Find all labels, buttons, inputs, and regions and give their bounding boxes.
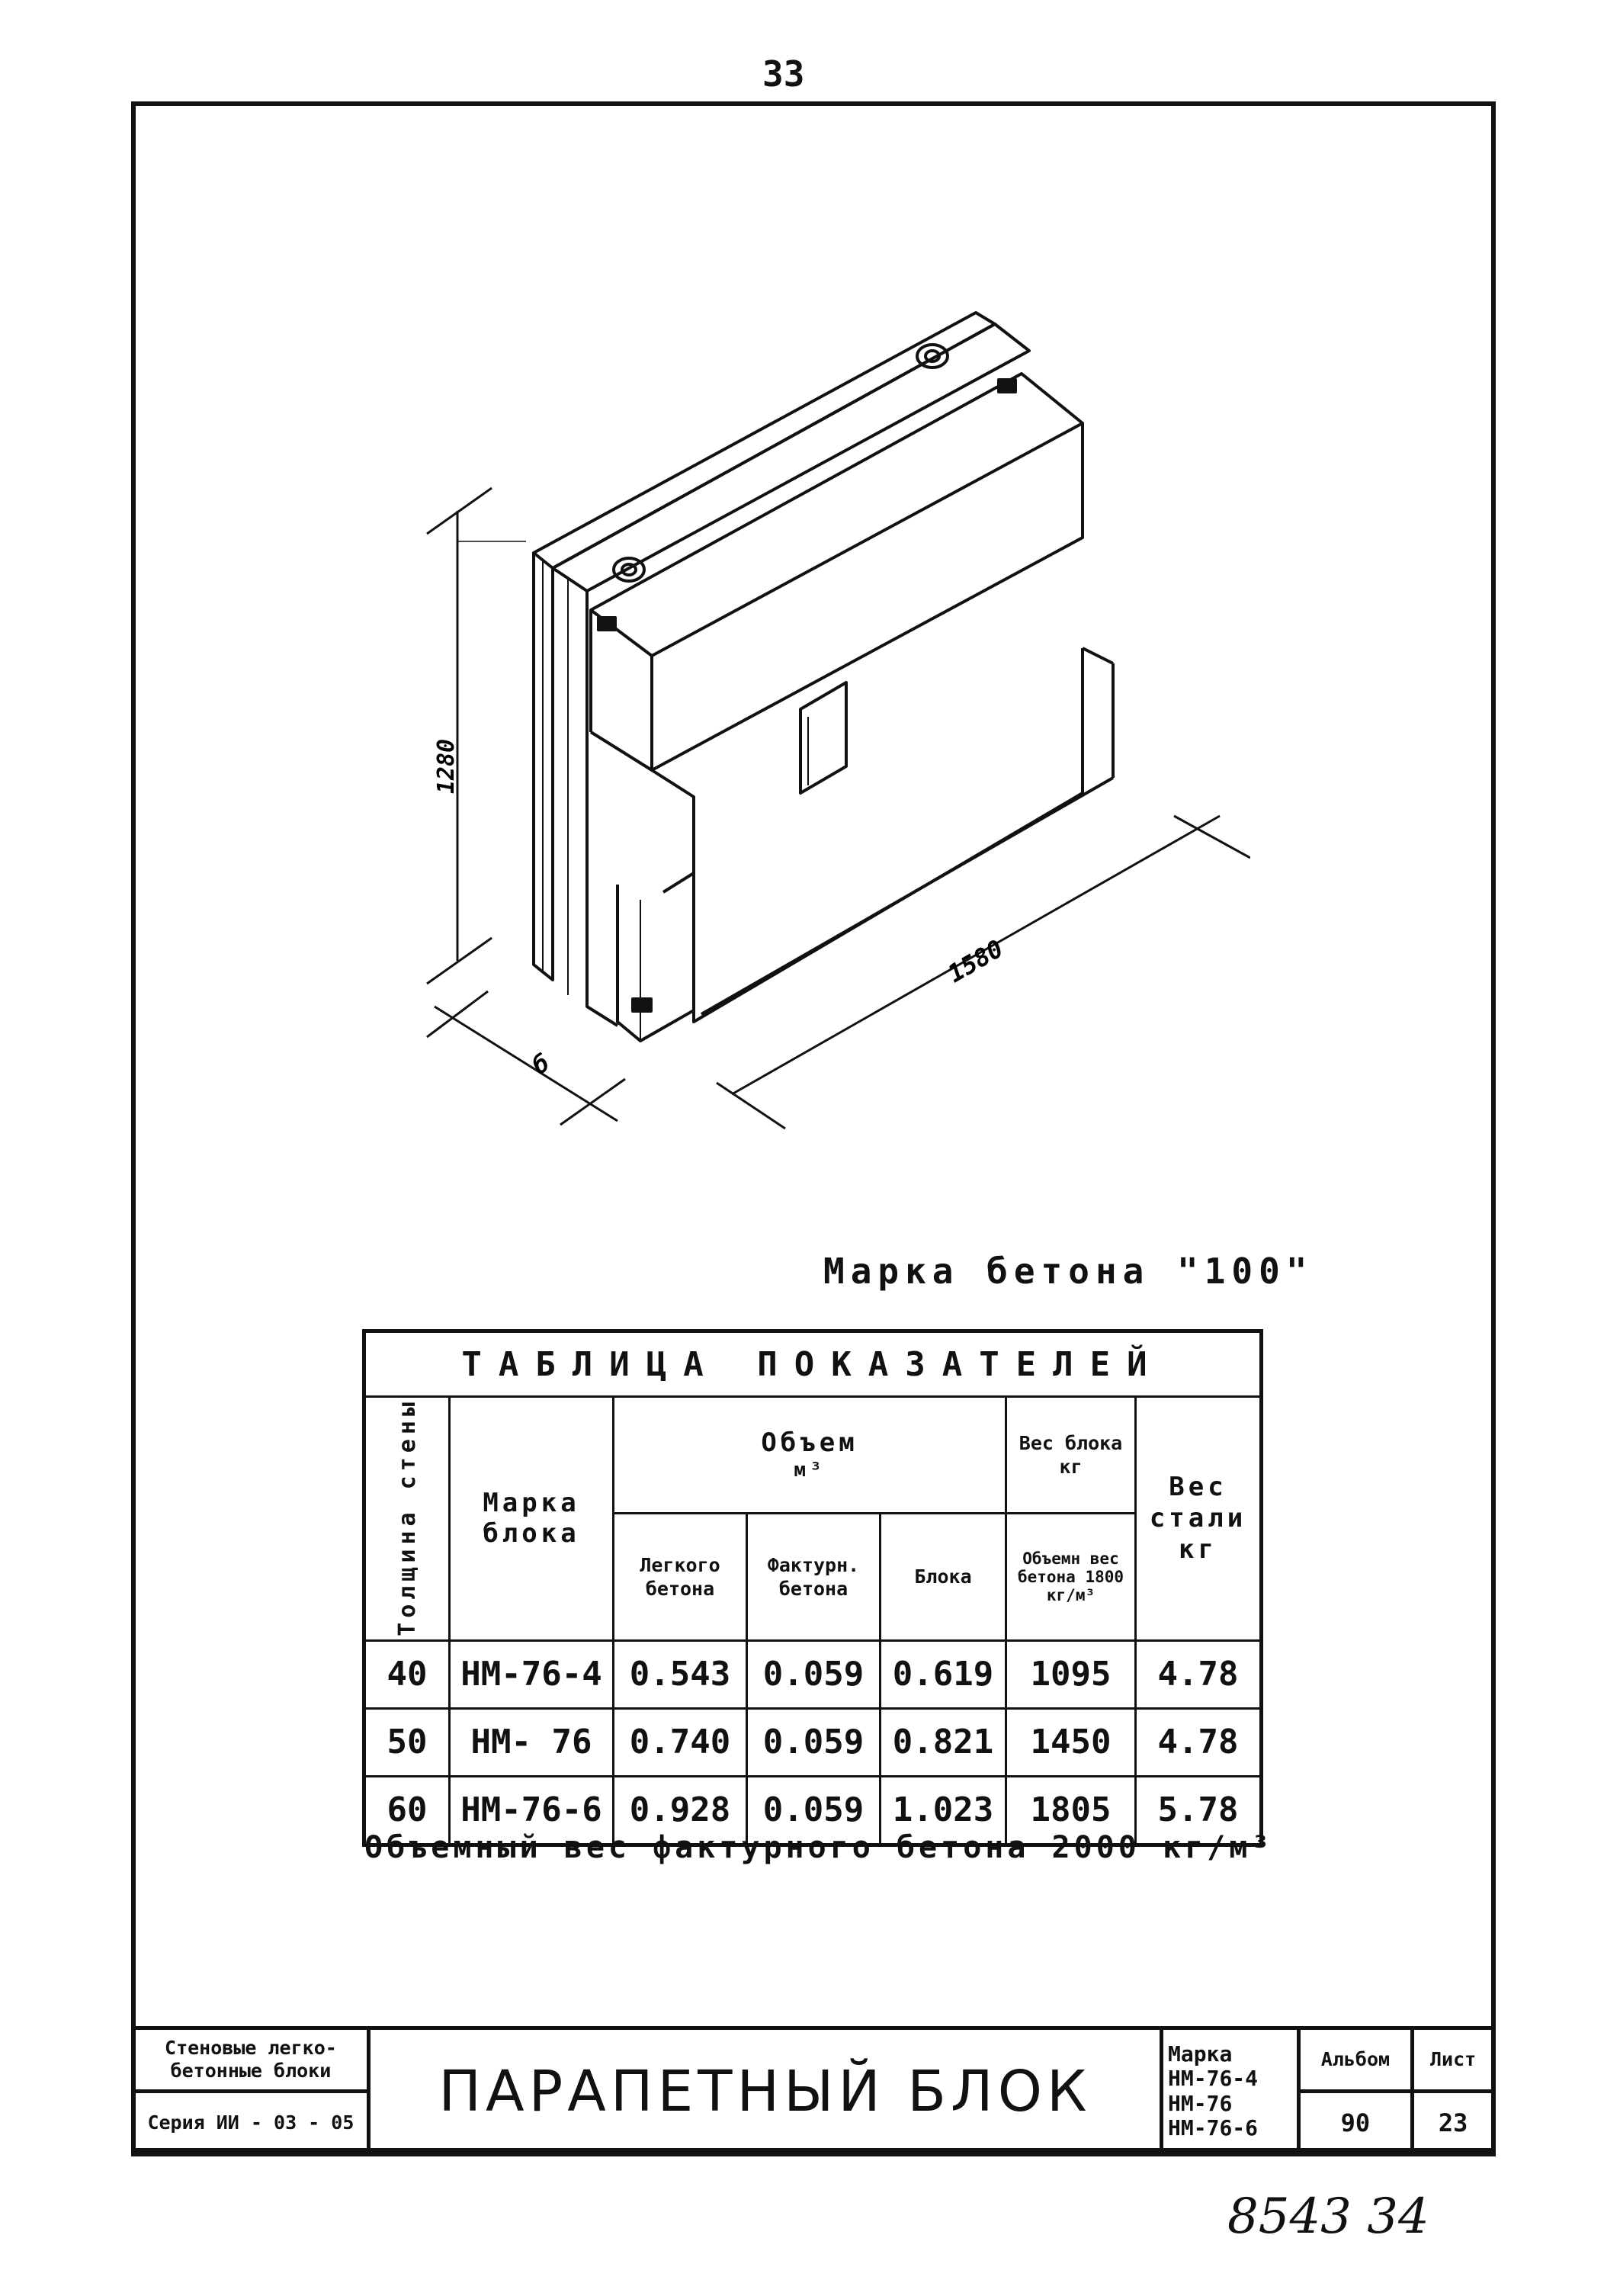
stamp-title: ПАРАПЕТНЫЙ БЛОК [366, 2026, 1164, 2156]
footnote: Объемный вес фактурного бетона 2000 кг/м… [364, 1830, 1274, 1865]
dimension-thickness-label: б [528, 1048, 555, 1081]
block-core-front [585, 591, 619, 1027]
header-volume-block: Блока [879, 1511, 1007, 1642]
concrete-grade-label: Марка бетона "100" [823, 1251, 1314, 1292]
title-block: Стеновые легко-бетонные блоки ПАРАПЕТНЫЙ… [131, 2026, 1496, 2156]
stamp-marks: Марка НМ-76-4 НМ-76 НМ-76-6 [1160, 2026, 1301, 2156]
opening [799, 681, 848, 795]
stamp-album-label: Альбом [1296, 2026, 1415, 2093]
stamp-sheet-label: Лист [1410, 2026, 1496, 2093]
stamp-series-number: Серия ИИ - 03 - 05 [131, 2089, 371, 2156]
table-row: 40 НМ-76-4 0.543 0.059 0.619 1095 4.78 [363, 1639, 1262, 1710]
header-weight: Вес блока кг [1005, 1395, 1137, 1514]
table-row: 50 НМ- 76 0.740 0.059 0.821 1450 4.78 [363, 1707, 1262, 1777]
block-top-face [551, 323, 1031, 592]
header-volume: Объем м³ [612, 1395, 1007, 1514]
dimension-height-label: 1280 [433, 739, 460, 794]
header-weight-note: Объемн вес бетона 1800 кг/м³ [1005, 1511, 1137, 1642]
indicators-table: ТАБЛИЦА ПОКАЗАТЕЛЕЙ Толщина стены Марка … [362, 1329, 1263, 1847]
header-volume-facing: Фактурн. бетона [746, 1511, 881, 1642]
header-steel: Вес стали кг [1134, 1395, 1262, 1642]
upper-rib-top [589, 372, 1084, 657]
dimension-length-label: 1580 [943, 934, 1009, 988]
page-number: 33 [762, 53, 805, 95]
lower-body [650, 648, 1084, 1023]
handwritten-number: 8543 34 [1227, 2188, 1429, 2245]
stamp-album-value: 90 [1296, 2089, 1415, 2156]
header-thickness: Толщина стены [363, 1395, 451, 1642]
table-row: 60 НМ-76-6 0.928 0.059 1.023 1805 5.78 [363, 1774, 1262, 1846]
parapet-block-drawing: 1280 1580 б [426, 311, 1250, 1130]
header-volume-light: Легкого бетона [612, 1511, 748, 1642]
stamp-series-name: Стеновые легко-бетонные блоки [131, 2026, 371, 2093]
back-slab [532, 311, 996, 570]
header-mark: Марка блока [448, 1395, 614, 1642]
stamp-sheet-value: 23 [1410, 2089, 1496, 2156]
table-title: ТАБЛИЦА ПОКАЗАТЕЛЕЙ [363, 1330, 1262, 1398]
